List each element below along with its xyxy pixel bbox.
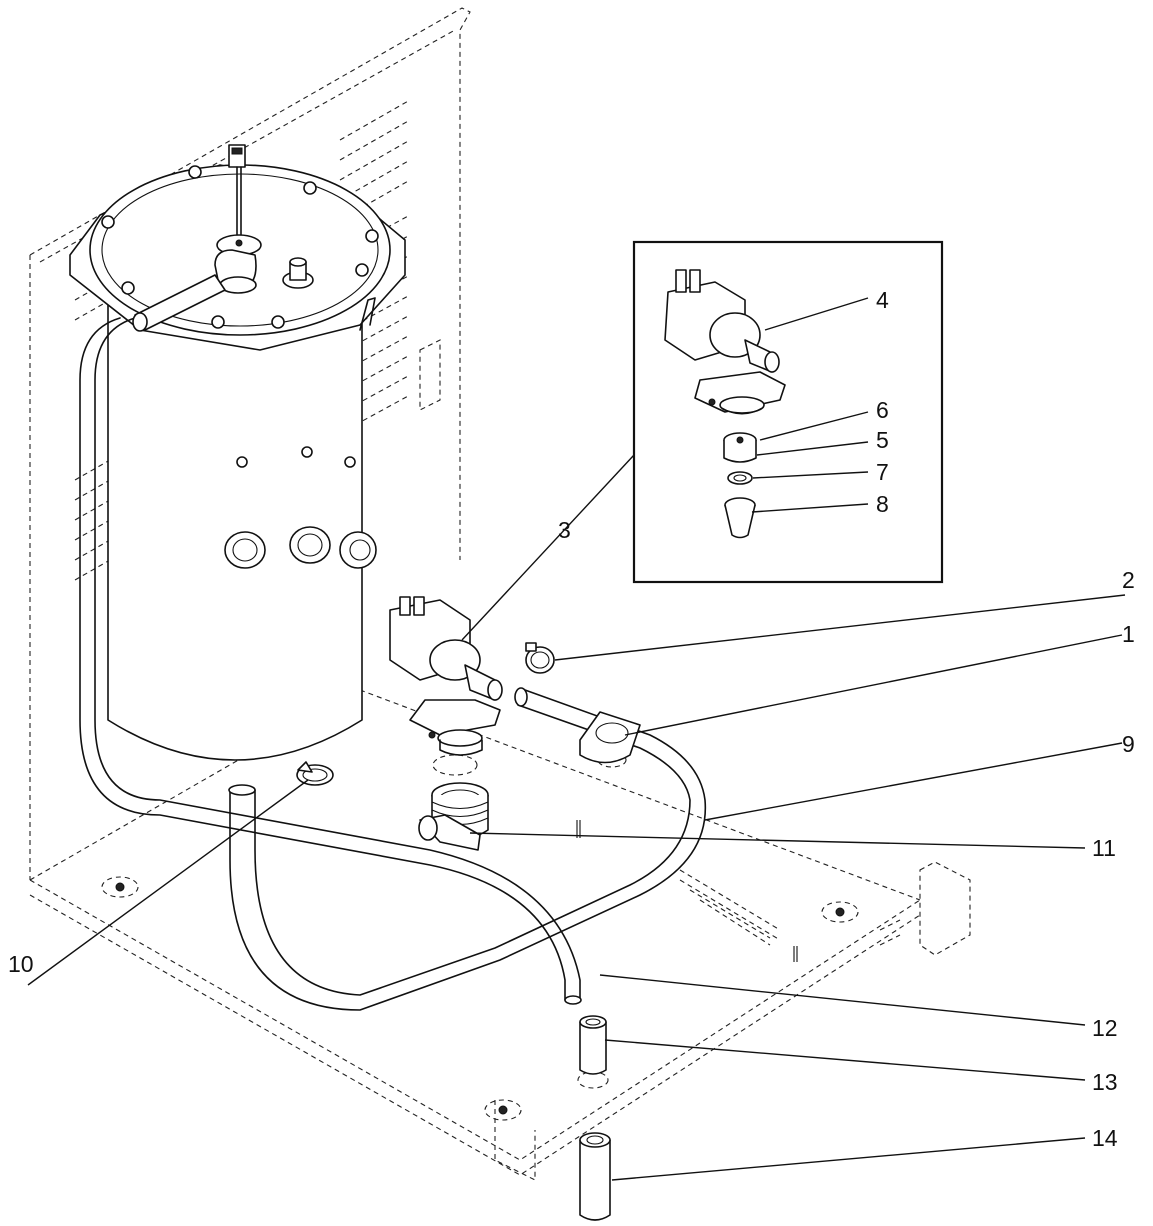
callout-3: 3 <box>558 517 571 543</box>
hose-loop <box>79 317 707 1011</box>
callout-11: 11 <box>1092 835 1116 861</box>
callout-4: 4 <box>876 287 889 313</box>
boiler-tank <box>69 144 406 761</box>
callout-13: 13 <box>1092 1069 1118 1095</box>
solenoid-valve-installed <box>389 596 503 756</box>
hose-clamp-2 <box>525 642 555 674</box>
callout-1: 1 <box>1122 621 1135 647</box>
valve-detail-inset <box>632 240 944 584</box>
callout-10: 10 <box>8 951 34 977</box>
callout-5: 5 <box>876 427 889 453</box>
tank-fittings <box>224 446 377 569</box>
callout-2: 2 <box>1122 567 1135 593</box>
hose-clamp-10 <box>296 761 334 786</box>
tube-14 <box>579 1132 611 1221</box>
callout-9: 9 <box>1122 731 1135 757</box>
callout-labels: 1 2 3 4 5 6 7 8 9 10 11 12 13 14 <box>8 287 1135 1151</box>
flange-bolts <box>101 165 379 329</box>
callout-6: 6 <box>876 397 889 423</box>
base-tray <box>29 689 971 1181</box>
threaded-elbow <box>418 782 489 851</box>
leader-lines <box>27 297 1126 1181</box>
tank-top-hose <box>132 274 226 332</box>
callout-8: 8 <box>876 491 889 517</box>
callout-12: 12 <box>1092 1015 1118 1041</box>
hose-clamp-1 <box>579 711 641 764</box>
callout-7: 7 <box>876 459 889 485</box>
callout-14: 14 <box>1092 1125 1118 1151</box>
tube-13 <box>579 1015 607 1075</box>
